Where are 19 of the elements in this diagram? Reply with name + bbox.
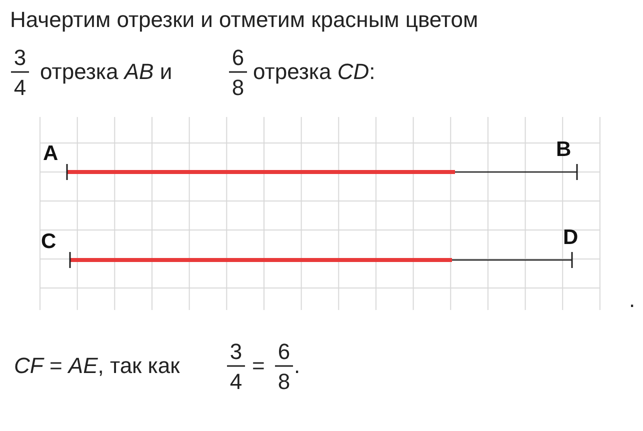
fraction-digit: 4 xyxy=(228,370,244,394)
text: CF = AE, так как xyxy=(14,354,180,378)
fraction-digit: 3 xyxy=(228,340,244,364)
point-label: B xyxy=(556,138,572,162)
text: Начертим отрезки и отметим красным цветом xyxy=(10,8,478,32)
fraction-digit: 8 xyxy=(276,370,292,394)
fraction-digit: 6 xyxy=(230,46,246,70)
point-label: A xyxy=(43,142,58,166)
text: отрезка AB и xyxy=(40,60,172,84)
text: = xyxy=(252,354,265,378)
fraction-digit: 3 xyxy=(12,46,28,70)
point-label: D xyxy=(563,226,578,250)
fraction-digit: 8 xyxy=(230,76,246,100)
text: отрезка CD: xyxy=(253,60,376,84)
fraction-digit: 4 xyxy=(12,76,28,100)
text: . xyxy=(294,354,300,378)
point-label: C xyxy=(41,230,56,254)
fraction-digit: 6 xyxy=(276,340,292,364)
text: . xyxy=(629,288,636,312)
